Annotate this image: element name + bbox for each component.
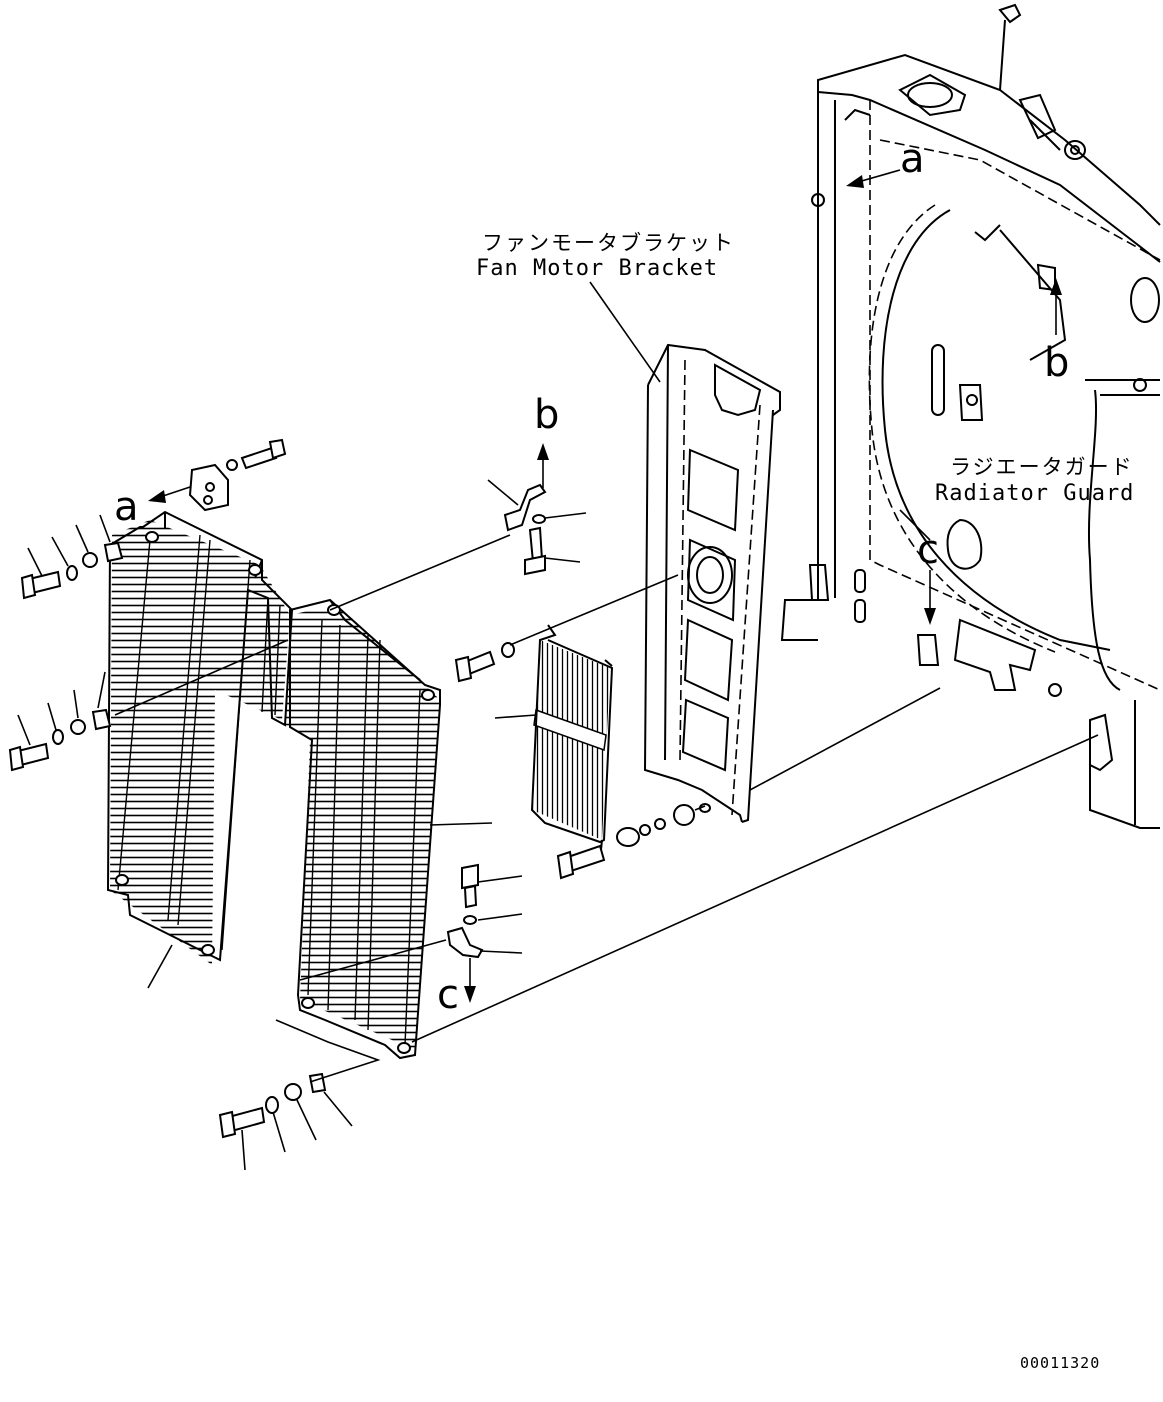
- leader-lines: [17, 281, 1099, 1171]
- cooler-core: [530, 624, 614, 861]
- callout-b-left: b: [534, 392, 559, 438]
- callout-a-right: a: [900, 136, 925, 182]
- right-radiator-grille: [285, 598, 441, 1060]
- annotation-text: ファンモータブラケット Fan Motor Bracket ラジエータガード R…: [114, 136, 1134, 1372]
- radiator-guard-label-jp: ラジエータガード: [950, 455, 1134, 479]
- direction-arrows: [148, 169, 1062, 1003]
- callout-b-right: b: [1044, 340, 1069, 386]
- fan-motor-bracket-label-jp: ファンモータブラケット: [482, 231, 735, 255]
- callout-c-left: c: [437, 972, 459, 1018]
- callout-c-right: c: [917, 527, 939, 573]
- fan-motor-bracket: [643, 343, 781, 823]
- callout-a-left: a: [114, 484, 139, 530]
- radiator-guard-label-en: Radiator Guard: [935, 481, 1134, 506]
- radiator-guard-frame: [780, 3, 1161, 829]
- drawing-code: 00011320: [1020, 1354, 1100, 1372]
- fan-motor-bracket-label-en: Fan Motor Bracket: [476, 256, 718, 281]
- left-radiator-grille: [106, 510, 294, 965]
